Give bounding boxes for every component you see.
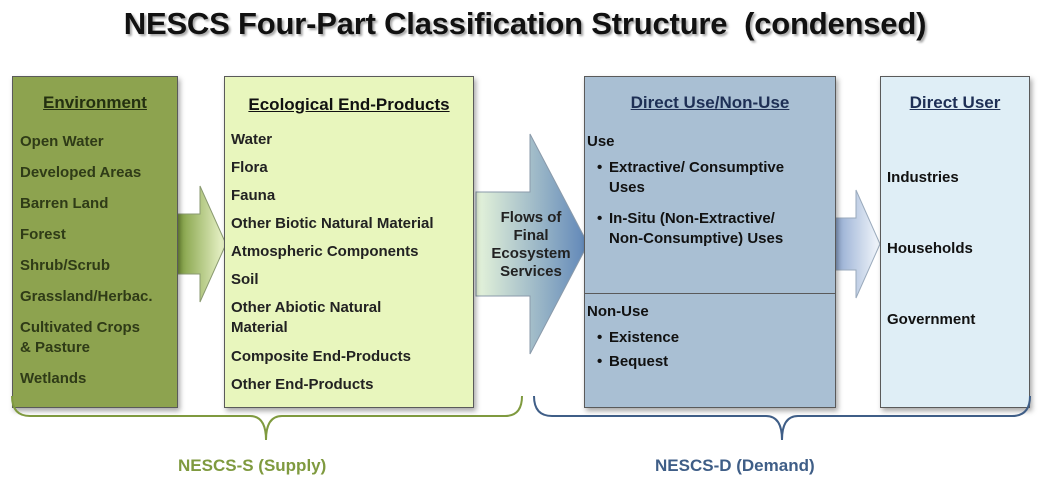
- environment-item: Wetlands: [20, 370, 87, 387]
- environment-item: Barren Land: [20, 195, 109, 212]
- environment-item: & Pasture: [20, 339, 91, 356]
- ecological-end-products-box: Ecological End-Products Water Flora Faun…: [224, 76, 474, 408]
- use-item: Non-Consumptive) Uses: [609, 230, 784, 247]
- eco-item: Fauna: [231, 187, 276, 204]
- environment-box: Environment Open Water Developed Areas B…: [12, 76, 178, 408]
- environment-arrow-icon: [175, 185, 227, 303]
- environment-item: Grassland/Herbac.: [20, 288, 153, 305]
- use-divider: [585, 293, 835, 294]
- direct-user-item: Households: [887, 240, 973, 257]
- bullet-icon: •: [597, 159, 603, 176]
- direct-user-box: Direct User Industries Households Govern…: [880, 76, 1030, 408]
- environment-item: Open Water: [20, 133, 104, 150]
- demand-label: NESCS-D (Demand): [655, 456, 815, 475]
- user-arrow-icon: [833, 189, 881, 299]
- supply-label: NESCS-S (Supply): [178, 456, 327, 475]
- non-use-item: Existence: [609, 329, 680, 346]
- eco-item: Flora: [231, 159, 268, 176]
- use-label: Use: [587, 133, 615, 150]
- direct-user-heading: Direct User: [909, 93, 1001, 112]
- ecological-end-products-heading: Ecological End-Products: [248, 95, 450, 114]
- environment-item: Cultivated Crops: [20, 319, 141, 336]
- eco-item: Atmospheric Components: [231, 243, 419, 260]
- environment-item: Developed Areas: [20, 164, 142, 181]
- demand-brace: [533, 395, 1031, 441]
- eco-item: Other Abiotic Natural: [231, 299, 382, 316]
- environment-item: Forest: [20, 226, 66, 243]
- flow-arrow-icon: [475, 133, 589, 355]
- bullet-icon: •: [597, 353, 603, 370]
- use-item: Extractive/ Consumptive: [609, 159, 785, 176]
- use-item: In-Situ (Non-Extractive/: [609, 210, 775, 227]
- environment-item: Shrub/Scrub: [20, 257, 111, 274]
- eco-item: Other Biotic Natural Material: [231, 215, 434, 232]
- direct-use-box: Direct Use/Non-Use Use • Extractive/ Con…: [584, 76, 836, 408]
- direct-use-heading: Direct Use/Non-Use: [630, 93, 790, 112]
- eco-item: Composite End-Products: [231, 348, 412, 365]
- eco-item: Other End-Products: [231, 376, 374, 393]
- bullet-icon: •: [597, 329, 603, 346]
- supply-brace: [11, 395, 523, 441]
- non-use-item: Bequest: [609, 353, 669, 370]
- use-item: Uses: [609, 179, 645, 196]
- bullet-icon: •: [597, 210, 603, 227]
- flow-label: Flows of Final Ecosystem Services: [491, 209, 571, 280]
- diagram-title: NESCS Four-Part Classification Structure…: [123, 6, 927, 41]
- eco-item: Material: [231, 319, 288, 336]
- environment-heading: Environment: [43, 93, 147, 112]
- direct-user-item: Government: [887, 311, 976, 328]
- direct-user-item: Industries: [887, 169, 959, 186]
- eco-item: Soil: [231, 271, 259, 288]
- non-use-label: Non-Use: [587, 303, 649, 320]
- eco-item: Water: [231, 131, 273, 148]
